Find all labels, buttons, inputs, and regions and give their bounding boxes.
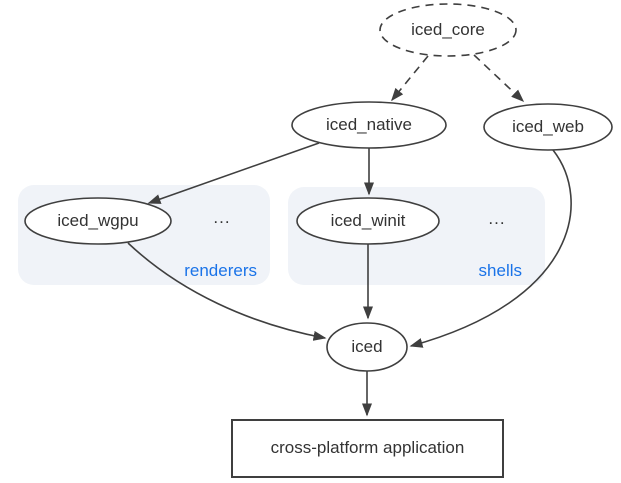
edge-iced-native-to-iced-wgpu [147,142,320,204]
node-cross-platform-application [231,419,504,478]
node-iced-wgpu [24,197,172,245]
node-iced-winit [296,197,440,245]
node-iced-web [483,103,613,151]
node-iced [326,322,408,372]
node-label-iced-native: iced_native [325,115,412,134]
node-label-iced: iced [351,337,383,356]
node-iced-core [379,3,517,57]
edge-iced-web-to-iced [409,149,572,348]
node-label-cross-platform-application: cross-platform application [270,438,465,457]
node-label-iced-winit: iced_winit [330,211,406,230]
node-label-iced-core: iced_core [411,20,485,39]
node-label-iced-web: iced_web [512,117,584,136]
group-label-shells: shells [478,261,522,280]
shells-ellipsis: ... [488,209,506,228]
edge-iced-core-to-iced-native [391,55,429,102]
node-iced-native [291,101,447,149]
group-label-renderers: renderers [184,261,257,280]
renderers-ellipsis: ... [213,208,231,227]
edge-iced-core-to-iced-web [473,54,525,103]
node-label-iced-wgpu: iced_wgpu [57,211,139,230]
edge-iced-wgpu-to-iced [127,242,327,341]
